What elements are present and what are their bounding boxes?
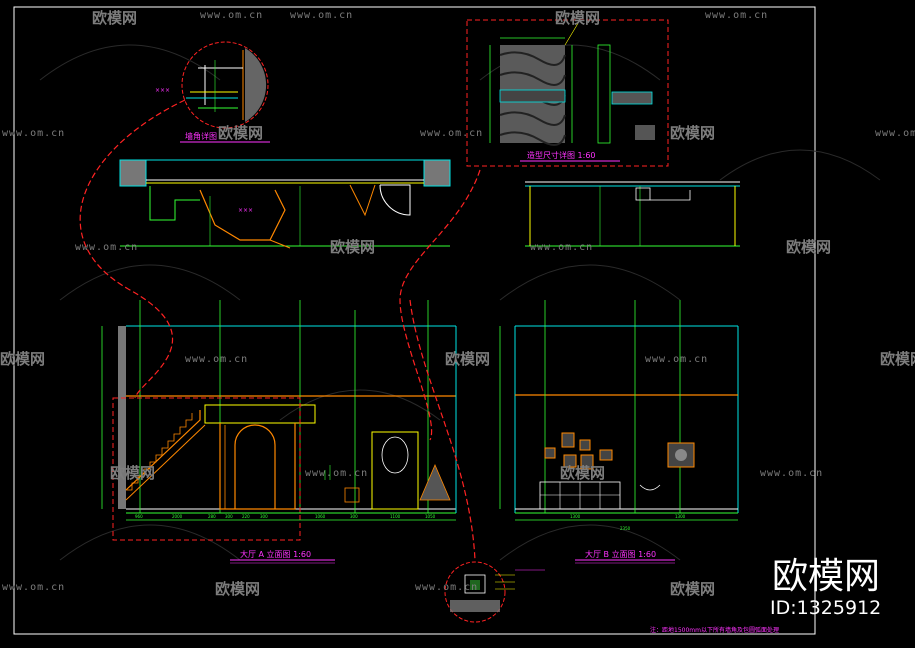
svg-text:www.om.cn: www.om.cn xyxy=(305,468,368,479)
svg-text:www.om.cn: www.om.cn xyxy=(645,354,708,365)
svg-text:1050: 1050 xyxy=(425,514,436,519)
detail-box: 造型尺寸详图 1:60 xyxy=(466,19,669,167)
svg-text:www.om.cn: www.om.cn xyxy=(2,128,65,139)
svg-text:×××: ××× xyxy=(155,87,170,94)
elevation-b-title: 大厅 B 立面图 1:60 xyxy=(585,549,656,559)
svg-text:www.om.cn: www.om.cn xyxy=(185,354,248,365)
svg-text:欧模网: 欧模网 xyxy=(786,238,831,256)
elevation-b: 1300 2350 1300 大厅 B 立面图 1:60 xyxy=(499,300,739,564)
logo-id-text: ID:1325912 xyxy=(770,597,881,619)
svg-text:1300: 1300 xyxy=(570,514,581,519)
svg-text:欧模网: 欧模网 xyxy=(670,124,715,142)
svg-text:220: 220 xyxy=(242,514,250,519)
svg-text:1060: 1060 xyxy=(315,514,326,519)
svg-text:www.om.cn: www.om.cn xyxy=(75,242,138,253)
watermark-arcs xyxy=(39,44,881,561)
svg-text:欧模网: 欧模网 xyxy=(215,580,260,598)
svg-text:×××: ××× xyxy=(238,207,253,214)
svg-text:www.om.cn: www.om.cn xyxy=(420,128,483,139)
elevation-a: 960 2000 280 300 220 300 1060 300 1100 1… xyxy=(101,300,457,564)
svg-text:欧模网: 欧模网 xyxy=(218,124,263,142)
callout-connectors xyxy=(79,99,481,561)
svg-text:www.om.cn: www.om.cn xyxy=(2,582,65,593)
plan-view-left: ××× xyxy=(119,159,451,249)
svg-text:欧模网: 欧模网 xyxy=(670,580,715,598)
svg-text:欧模网: 欧模网 xyxy=(560,464,605,482)
circle-detail: ××× 墙角详图 xyxy=(155,41,270,143)
svg-text:欧模网: 欧模网 xyxy=(0,350,45,368)
svg-text:300: 300 xyxy=(260,514,268,519)
drawing-note: 注：距地1500mm以下所有墙角及包圆弧面处理 xyxy=(650,626,779,634)
svg-text:300: 300 xyxy=(350,514,358,519)
circle-detail-title: 墙角详图 xyxy=(185,131,217,141)
svg-text:www.om.cn: www.om.cn xyxy=(530,242,593,253)
plan-view-right xyxy=(525,181,740,247)
svg-text:280: 280 xyxy=(208,514,216,519)
detail-box-title: 造型尺寸详图 1:60 xyxy=(527,150,596,160)
svg-text:欧模网: 欧模网 xyxy=(880,350,915,368)
logo-brand-text: 欧模网 xyxy=(772,556,880,597)
svg-text:2350: 2350 xyxy=(620,526,631,531)
svg-text:欧模网: 欧模网 xyxy=(92,9,137,27)
svg-text:www.om.cn: www.om.cn xyxy=(415,582,478,593)
svg-text:欧模网: 欧模网 xyxy=(110,464,155,482)
drawing-frame xyxy=(13,6,816,635)
watermarks: www.om.cn 欧模网 www.om.cn 欧模网 www.om.cn ww… xyxy=(0,9,915,598)
svg-text:300: 300 xyxy=(225,514,233,519)
svg-text:www.om.cn: www.om.cn xyxy=(290,10,353,21)
svg-text:www.om.cn: www.om.cn xyxy=(760,468,823,479)
svg-text:欧模网: 欧模网 xyxy=(555,9,600,27)
svg-text:欧模网: 欧模网 xyxy=(330,238,375,256)
svg-text:2000: 2000 xyxy=(172,514,183,519)
svg-text:960: 960 xyxy=(135,514,143,519)
svg-text:www.om.cn: www.om.cn xyxy=(705,10,768,21)
svg-text:1100: 1100 xyxy=(390,514,401,519)
elevation-a-title: 大厅 A 立面图 1:60 xyxy=(240,549,311,559)
svg-text:欧模网: 欧模网 xyxy=(445,350,490,368)
svg-text:1300: 1300 xyxy=(675,514,686,519)
svg-text:www.om.cn: www.om.cn xyxy=(875,128,915,139)
svg-text:www.om.cn: www.om.cn xyxy=(200,10,263,21)
bottom-detail xyxy=(444,561,545,623)
brand-logo: 欧模网 ID:1325912 xyxy=(770,556,881,619)
